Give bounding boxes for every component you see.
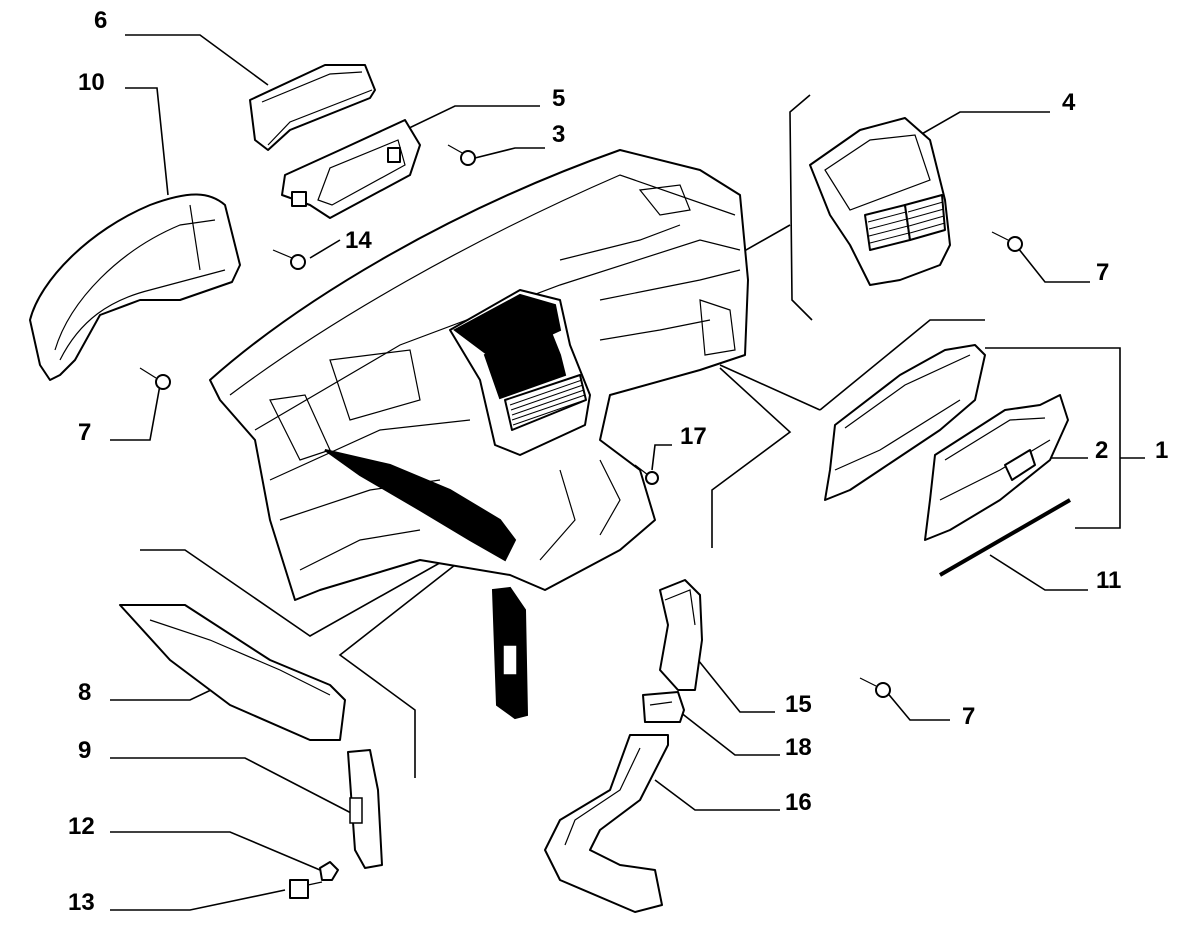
leader-5 (404, 105, 540, 131)
part-1-glovebox-lid (824, 344, 986, 501)
callout-9: 9 (78, 737, 91, 764)
callout-17: 17 (680, 423, 707, 450)
leader-12 (110, 831, 321, 871)
assembly-line-glovebox-a (719, 364, 821, 411)
callout-1: 1 (1155, 437, 1168, 464)
screw-3 (447, 144, 476, 166)
callout-3: 3 (552, 121, 565, 148)
assembly-line-cluster (789, 94, 813, 321)
screw-7-bottom-right (859, 677, 891, 698)
leader-13 (110, 889, 286, 911)
part-18-connector (642, 691, 685, 723)
callout-2: 2 (1095, 437, 1108, 464)
switch-panel-center (491, 586, 529, 720)
leader-4 (919, 111, 1050, 136)
leader-11 (989, 554, 1088, 591)
leader-16 (654, 779, 780, 811)
part-11-rod (939, 498, 1071, 577)
callout-4: 4 (1062, 89, 1076, 116)
part-15-duct (659, 579, 703, 691)
assembly-line-knee-b (338, 564, 456, 778)
callout-12: 12 (68, 813, 95, 840)
assembly-line-glovebox-c (711, 367, 792, 548)
leader-17 (651, 444, 672, 471)
part-9-bracket (347, 749, 383, 869)
leader-9 (110, 757, 356, 816)
callout-8: 8 (78, 679, 91, 706)
assembly-line-knee-a (140, 549, 446, 637)
callout-13: 13 (68, 889, 95, 916)
leader-10 (125, 87, 169, 196)
leader-7c (884, 689, 950, 721)
callout-10: 10 (78, 69, 105, 96)
callout-14: 14 (345, 227, 372, 254)
assembly-line-glovebox-b (819, 319, 985, 411)
callout-18: 18 (785, 734, 812, 761)
leader-lines (110, 34, 1145, 911)
leader-6 (125, 34, 269, 86)
callout-11: 11 (1096, 567, 1121, 594)
screw-14 (272, 249, 306, 270)
part-10-cluster-shroud (29, 193, 241, 381)
part-13-bolt (289, 879, 323, 899)
part-2-glovebox (924, 394, 1069, 541)
screw-17 (634, 464, 659, 485)
callout-15: 15 (785, 691, 812, 718)
callout-6: 6 (94, 7, 107, 34)
screw-7-left (139, 367, 171, 390)
callout-7-c: 7 (962, 703, 975, 730)
leader-1-bracket (985, 347, 1121, 529)
leader-14 (309, 239, 341, 259)
callout-5: 5 (552, 85, 565, 112)
leader-18 (679, 711, 780, 756)
leader-15 (689, 649, 775, 713)
part-5-display-bezel (281, 119, 421, 219)
callout-7-b: 7 (78, 419, 91, 446)
part-12-nut (319, 861, 339, 881)
part-16-duct (544, 734, 669, 913)
screw-7-right-top (991, 231, 1023, 252)
callout-7-a: 7 (1096, 259, 1109, 286)
callout-16: 16 (785, 789, 812, 816)
part-4-center-bezel (809, 117, 951, 286)
callout-numbers: 6 10 5 3 14 4 7 7 17 2 1 11 8 15 7 18 9 … (68, 7, 1168, 916)
center-vent-hatch (509, 379, 586, 426)
leader-7b (110, 384, 161, 441)
dashboard-carrier (209, 149, 749, 601)
leader-7a (1017, 247, 1090, 283)
part-6-visor (249, 64, 376, 151)
center-bezel-vents (867, 201, 946, 244)
leader-3 (474, 147, 545, 159)
part-8-knee-panel (119, 604, 346, 741)
